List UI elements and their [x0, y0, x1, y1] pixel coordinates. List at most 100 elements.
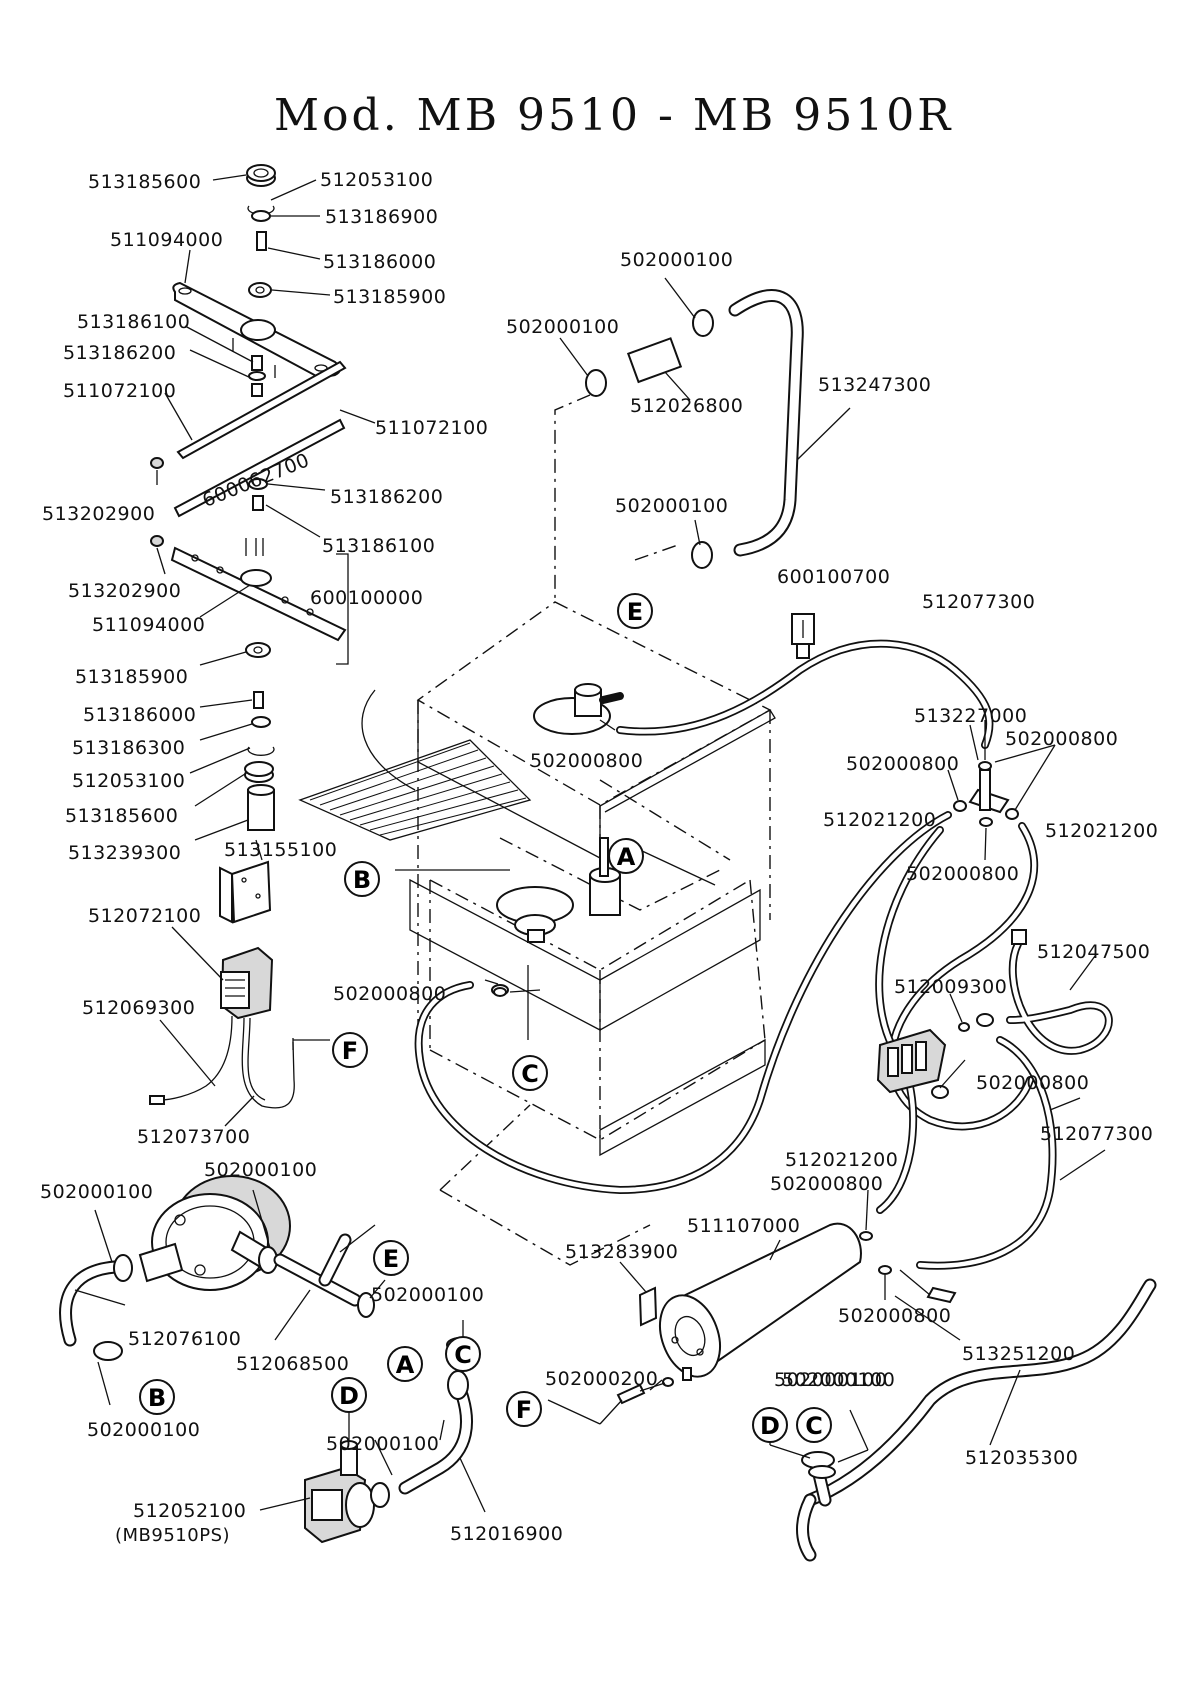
part-label: 502000100 [615, 495, 728, 517]
part-label: 502000200 [545, 1368, 658, 1390]
part-label: 513239300 [68, 842, 181, 864]
marker-e-tank: E [617, 593, 653, 629]
part-label: 513251200 [962, 1343, 1075, 1365]
part-label: 502000100 [506, 316, 619, 338]
svg-text:E: E [627, 598, 643, 626]
part-label: 512077300 [922, 591, 1035, 613]
part-label: 513186900 [325, 206, 438, 228]
svg-text:F: F [342, 1037, 358, 1065]
part-label: 600100700 [777, 566, 890, 588]
diagram-title: Mod. MB 9510 - MB 9510R [274, 90, 953, 141]
part-label: 512035300 [965, 1447, 1078, 1469]
part-label: 502000800 [838, 1305, 951, 1327]
part-label: 513283900 [565, 1241, 678, 1263]
part-label: 502000800 [846, 753, 959, 775]
part-label: 513202900 [42, 503, 155, 525]
svg-text:D: D [760, 1412, 780, 1440]
marker-c-hose: C [796, 1407, 832, 1443]
marker-c-drain-pump: C [445, 1336, 481, 1372]
part-label: 512021200 [1045, 820, 1158, 842]
part-label: 511107000 [687, 1215, 800, 1237]
part-label: 513185600 [88, 171, 201, 193]
marker-d-drain-pump: D [331, 1377, 367, 1413]
marker-a-tank: A [608, 838, 644, 874]
svg-text:D: D [339, 1382, 359, 1410]
svg-text:F: F [516, 1396, 532, 1424]
part-label: 502000100 [40, 1181, 153, 1203]
part-label: 512021200 [785, 1149, 898, 1171]
part-label: 511094000 [110, 229, 223, 251]
part-label: 513186300 [72, 737, 185, 759]
part-label: 513186000 [83, 704, 196, 726]
part-label: 512073700 [137, 1126, 250, 1148]
bracket-part [219, 839, 272, 924]
part-label: 513186100 [322, 535, 435, 557]
marker-b-pump: B [139, 1379, 175, 1415]
marker-e-pump: E [373, 1240, 409, 1276]
svg-text:A: A [617, 843, 636, 871]
part-label: 502000800 [333, 983, 446, 1005]
part-label: 502000100 [326, 1433, 439, 1455]
part-label: 512016900 [450, 1523, 563, 1545]
part-label: 600100000 [310, 587, 423, 609]
part-label: 513185900 [75, 666, 188, 688]
part-label: 512072100 [88, 905, 201, 927]
svg-text:C: C [805, 1412, 823, 1440]
svg-text:B: B [148, 1384, 166, 1412]
marker-b-tank: B [344, 861, 380, 897]
svg-text:C: C [521, 1060, 539, 1088]
part-label: 502000100 [204, 1159, 317, 1181]
upper-hose-assembly [554, 277, 851, 600]
part-label: 511072100 [375, 417, 488, 439]
marker-f-cable: F [332, 1032, 368, 1068]
marker-a-pump: A [387, 1346, 423, 1382]
tank-body [298, 601, 776, 1266]
hose-system-right [414, 639, 1113, 1300]
part-label: 502000800 [1005, 728, 1118, 750]
part-label: 502000800 [530, 750, 643, 772]
part-label: 513186200 [63, 342, 176, 364]
spray-arm-assembly [150, 164, 376, 841]
pressure-switch-assembly [149, 926, 330, 1127]
part-labels: 513185600 512053100 513186900 511094000 … [40, 169, 1158, 1546]
part-label: 512068500 [236, 1353, 349, 1375]
boiler-tank [547, 1222, 961, 1425]
part-label: 513185600 [65, 805, 178, 827]
marker-c-tank: C [512, 1055, 548, 1091]
part-label: 512053100 [320, 169, 433, 191]
part-label: 502000800 [976, 1072, 1089, 1094]
part-label: 502000100 [371, 1284, 484, 1306]
part-label: 513247300 [818, 374, 931, 396]
part-label: 512026800 [630, 395, 743, 417]
reference-markers: A B C D E F A B C D E F C [139, 593, 832, 1443]
part-label: 512076100 [128, 1328, 241, 1350]
part-label: 513227000 [914, 705, 1027, 727]
part-label: 513186200 [330, 486, 443, 508]
svg-text:E: E [383, 1245, 399, 1273]
part-label: (MB9510PS) [115, 1525, 230, 1546]
drain-hose [769, 1278, 1157, 1562]
part-label: 512021200 [823, 809, 936, 831]
part-label: 513155100 [224, 839, 337, 861]
part-label: 502000100 [620, 249, 733, 271]
part-label: 513186100 [77, 311, 190, 333]
part-label: 502000100 [774, 1369, 887, 1391]
svg-text:A: A [396, 1351, 415, 1379]
wash-pump-assembly [59, 1175, 386, 1406]
svg-text:C: C [454, 1341, 472, 1369]
part-label: 511072100 [63, 380, 176, 402]
part-label: 502000800 [906, 863, 1019, 885]
part-label: 512052100 [133, 1500, 246, 1522]
part-label: 512009300 [894, 976, 1007, 998]
drain-pump-assembly [259, 1320, 486, 1544]
part-label: 502000100 [87, 1419, 200, 1441]
part-label: 512069300 [82, 997, 195, 1019]
part-label: 513202900 [68, 580, 181, 602]
part-label: 513186000 [323, 251, 436, 273]
part-label: 511094000 [92, 614, 205, 636]
part-label: 502000800 [770, 1173, 883, 1195]
part-label: 512047500 [1037, 941, 1150, 963]
part-label: 512053100 [72, 770, 185, 792]
marker-f-boiler: F [506, 1391, 542, 1427]
